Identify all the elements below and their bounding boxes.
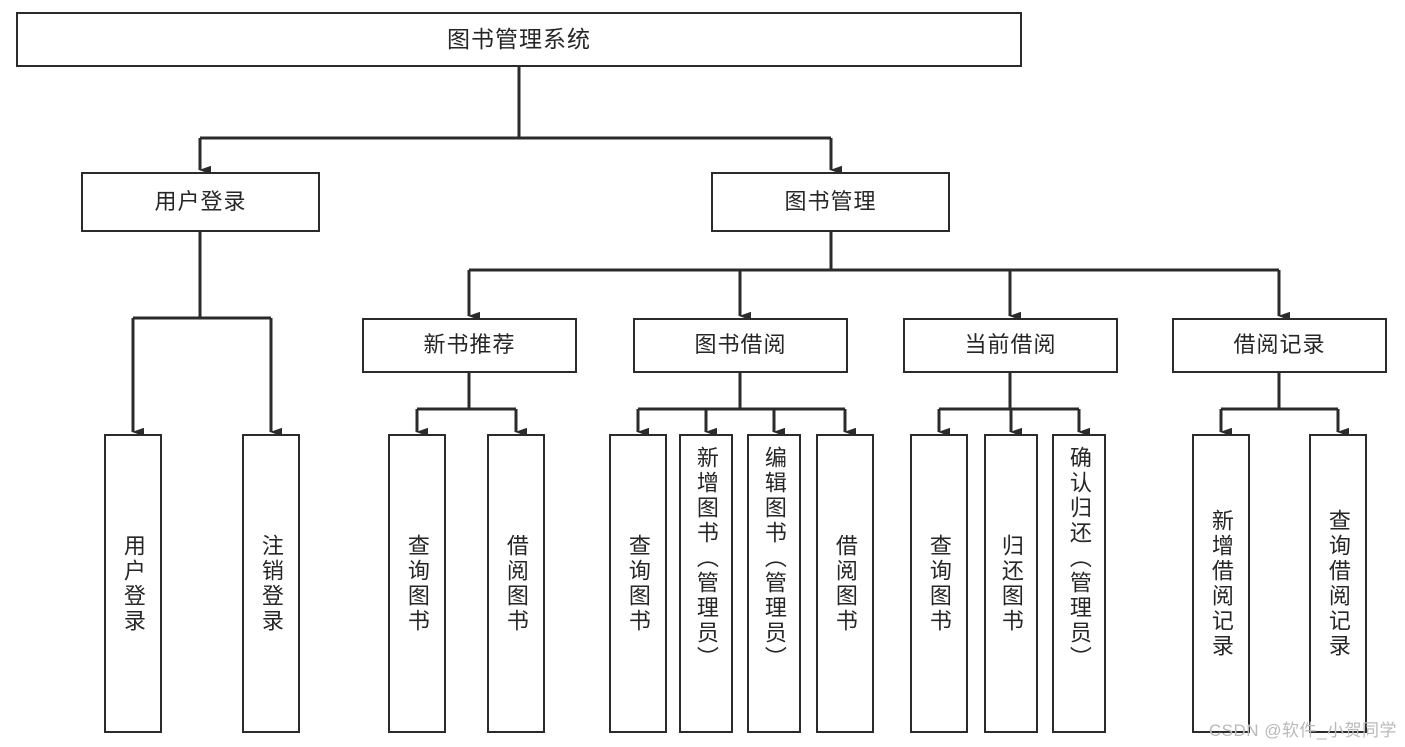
node-label: 查询图书: [926, 533, 952, 634]
node-label: 查询借阅记录: [1325, 508, 1351, 659]
node-level3-borrow-record[interactable]: 借阅记录: [1172, 318, 1387, 373]
leaf-add-borrow-record[interactable]: 新增借阅记录: [1192, 434, 1250, 733]
node-label: 查询图书: [625, 533, 651, 634]
node-level3-current-borrow[interactable]: 当前借阅: [903, 318, 1118, 373]
leaf-return-book[interactable]: 归还图书: [984, 434, 1038, 733]
leaf-confirm-return-admin[interactable]: 确认归还（管理员）: [1052, 434, 1106, 733]
node-label: 借阅记录: [1233, 332, 1326, 358]
leaf-query-borrow-record[interactable]: 查询借阅记录: [1309, 434, 1367, 733]
node-label: 确认归还（管理员）: [1066, 446, 1092, 671]
leaf-add-book-admin[interactable]: 新增图书（管理员）: [679, 434, 733, 733]
leaf-user-logout[interactable]: 注销登录: [242, 434, 300, 733]
node-label: 归还图书: [998, 533, 1024, 634]
node-label: 查询图书: [404, 533, 430, 634]
node-label: 借阅图书: [503, 533, 529, 634]
node-label: 图书借阅: [694, 332, 787, 358]
node-level3-new-book-recommend[interactable]: 新书推荐: [362, 318, 577, 373]
node-label: 用户登录: [120, 533, 146, 634]
node-label: 编辑图书（管理员）: [761, 446, 787, 671]
watermark-text: CSDN @软件_小贺同学: [1208, 721, 1397, 740]
node-label: 新增图书（管理员）: [693, 446, 719, 671]
leaf-query-book-recommend[interactable]: 查询图书: [388, 434, 446, 733]
leaf-edit-book-admin[interactable]: 编辑图书（管理员）: [747, 434, 801, 733]
node-root-label: 图书管理系统: [447, 25, 591, 52]
leaf-user-login[interactable]: 用户登录: [104, 434, 162, 733]
node-root[interactable]: 图书管理系统: [16, 12, 1022, 67]
node-label: 当前借阅: [964, 332, 1057, 358]
node-label: 用户登录: [154, 188, 247, 214]
leaf-borrow-book[interactable]: 借阅图书: [816, 434, 874, 733]
node-label: 图书管理: [784, 188, 877, 214]
leaf-query-book-current[interactable]: 查询图书: [910, 434, 968, 733]
leaf-query-book-borrow[interactable]: 查询图书: [609, 434, 667, 733]
node-label: 注销登录: [258, 533, 284, 634]
node-level3-book-borrow[interactable]: 图书借阅: [633, 318, 848, 373]
leaf-borrow-book-recommend[interactable]: 借阅图书: [487, 434, 545, 733]
node-label: 新增借阅记录: [1208, 508, 1234, 659]
node-level2-user-login[interactable]: 用户登录: [81, 172, 320, 232]
node-label: 新书推荐: [423, 332, 516, 358]
node-label: 借阅图书: [832, 533, 858, 634]
node-level2-book-management[interactable]: 图书管理: [711, 172, 950, 232]
